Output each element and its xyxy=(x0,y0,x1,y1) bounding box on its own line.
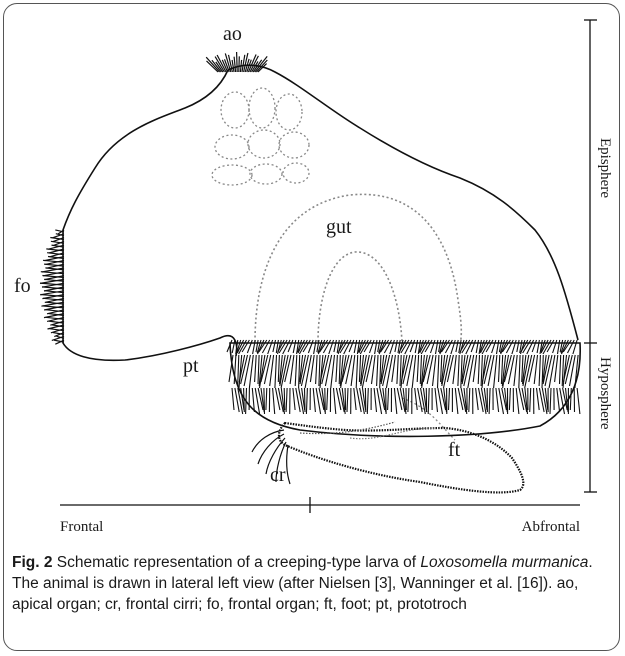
caption-species: Loxosomella murmanica xyxy=(420,554,588,571)
label-cr: cr xyxy=(270,464,286,486)
body-outline-right xyxy=(228,65,578,340)
gut-outline xyxy=(255,194,461,345)
figure-caption: Fig. 2 Schematic representation of a cre… xyxy=(12,552,612,615)
label-pt: pt xyxy=(183,355,199,377)
gut-inner xyxy=(318,252,402,342)
label-ao: ao xyxy=(223,23,242,45)
apical-organ-cells xyxy=(212,88,309,185)
caption-fig-label: Fig. 2 xyxy=(12,554,52,571)
label-gut: gut xyxy=(326,216,352,238)
label-ft: ft xyxy=(448,439,461,461)
frontal-organ-cilia xyxy=(40,230,64,344)
prototroch-cilia xyxy=(227,340,580,414)
label-frontal: Frontal xyxy=(60,519,103,535)
larva-diagram: ao gut fo pt cr ft Episphere Hyposphere … xyxy=(0,0,625,545)
label-abfrontal: Abfrontal xyxy=(522,519,580,535)
label-episphere: Episphere xyxy=(597,138,613,198)
label-hyposphere: Hyposphere xyxy=(597,357,613,430)
body-outline xyxy=(63,70,237,360)
label-fo: fo xyxy=(14,275,31,297)
caption-text-before: Schematic representation of a creeping-t… xyxy=(52,554,420,571)
apical-organ-cilia xyxy=(206,52,267,72)
